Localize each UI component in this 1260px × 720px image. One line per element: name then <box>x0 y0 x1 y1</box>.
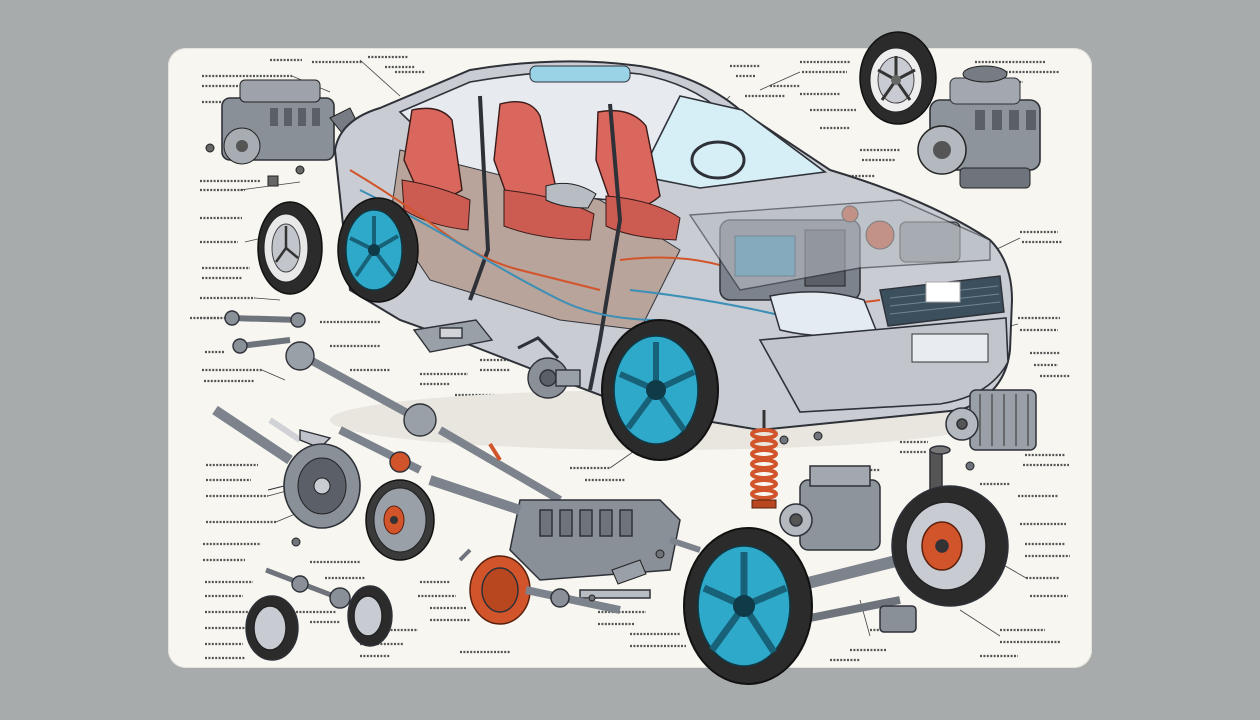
license-plate <box>911 333 989 363</box>
engine-block-icon <box>917 65 1041 189</box>
differential-icon <box>458 548 621 625</box>
gasket-icon <box>412 319 494 353</box>
axle-icon <box>245 567 393 661</box>
steering-wheel-icon <box>690 140 746 180</box>
wheel-icon <box>337 197 419 303</box>
engine-block-icon <box>221 79 361 165</box>
coil-spring-icon <box>750 410 778 509</box>
wheel-icon <box>257 201 323 295</box>
wheel-icon <box>859 31 937 125</box>
water-pump-icon <box>517 336 581 399</box>
brake-disc-icon <box>365 479 435 561</box>
wheel-icon <box>601 319 719 461</box>
wheel-icon <box>891 485 1009 607</box>
gearbox-icon <box>428 475 701 599</box>
drive-shaft-icon <box>212 310 563 504</box>
wheel-icon <box>683 527 813 685</box>
headlight-icon <box>769 291 878 337</box>
seat-icon <box>401 101 681 241</box>
brake-drum-icon <box>267 443 361 529</box>
fastener-icons <box>291 431 975 602</box>
engine-block-icon <box>779 465 881 551</box>
axle-icon <box>738 445 1009 633</box>
alternator-icon <box>945 389 1037 451</box>
